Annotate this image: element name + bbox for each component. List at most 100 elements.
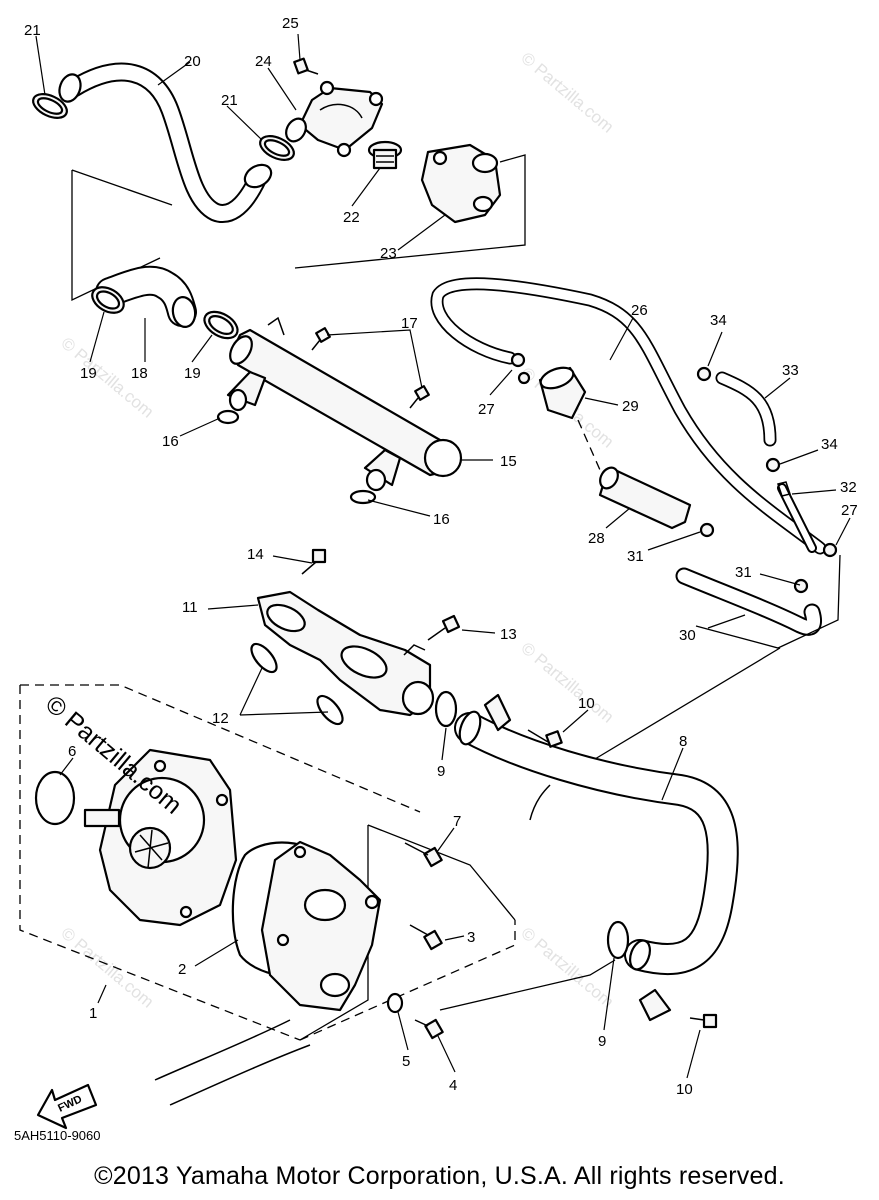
callout-24: 24 bbox=[255, 53, 272, 70]
leader-line bbox=[562, 709, 589, 733]
leader-line bbox=[461, 629, 496, 634]
breather-hoses bbox=[430, 277, 841, 763]
assembly-outline bbox=[299, 825, 369, 1041]
callout-31: 31 bbox=[735, 564, 752, 581]
inlet-pipe-assembly bbox=[250, 548, 461, 728]
callout-19: 19 bbox=[80, 365, 97, 382]
short-hose-inner bbox=[717, 373, 775, 445]
callout-20: 20 bbox=[184, 53, 201, 70]
bolt-head bbox=[441, 614, 461, 634]
bolt-head bbox=[545, 730, 563, 748]
callout-6: 6 bbox=[68, 743, 76, 760]
hose-clamp-inner bbox=[95, 290, 121, 310]
washer bbox=[386, 992, 404, 1014]
leader-line bbox=[157, 61, 191, 86]
pipe-end bbox=[629, 939, 651, 971]
bolt-boss bbox=[215, 793, 229, 807]
bolt-shank bbox=[404, 842, 429, 856]
long-hose-inner bbox=[432, 279, 825, 553]
leader-line bbox=[89, 311, 105, 363]
leader-line bbox=[686, 1029, 701, 1079]
cover-outlet bbox=[303, 888, 347, 922]
housing-outlet bbox=[471, 152, 499, 174]
hose-end bbox=[243, 163, 273, 189]
hose-clip bbox=[510, 352, 526, 368]
leader-line bbox=[297, 33, 301, 61]
callout-21: 21 bbox=[24, 22, 41, 39]
water-pipe bbox=[230, 328, 454, 477]
callout-34: 34 bbox=[710, 312, 727, 329]
leader-line bbox=[603, 957, 615, 1031]
leader-line bbox=[441, 727, 447, 761]
callout-15: 15 bbox=[500, 453, 517, 470]
bolt-boss bbox=[336, 142, 352, 158]
callout-22: 22 bbox=[343, 209, 360, 226]
callout-14: 14 bbox=[247, 546, 264, 563]
hose-clip bbox=[696, 366, 712, 382]
callout-21: 21 bbox=[221, 92, 238, 109]
rubber-cap-top bbox=[539, 366, 575, 390]
watermark-text: © Partzilla.com bbox=[517, 639, 617, 727]
callout-16: 16 bbox=[433, 511, 450, 528]
leader-line bbox=[779, 449, 819, 465]
leader-line bbox=[397, 214, 446, 251]
leader-line bbox=[239, 711, 329, 716]
bolt-boss bbox=[319, 80, 335, 96]
leader-lines bbox=[35, 33, 851, 1079]
callout-10: 10 bbox=[676, 1081, 693, 1098]
forward-arrow-icon bbox=[36, 1083, 98, 1130]
hose-end bbox=[171, 296, 197, 328]
o-ring bbox=[606, 920, 630, 960]
branch-outlet bbox=[365, 468, 387, 492]
hose-fitting bbox=[777, 481, 791, 497]
cover-outlet bbox=[319, 972, 351, 998]
callout-4: 4 bbox=[449, 1077, 457, 1094]
callout-28: 28 bbox=[588, 530, 605, 547]
lower-hose bbox=[169, 1044, 311, 1106]
breather-hose-inner bbox=[677, 569, 820, 634]
leader-line bbox=[191, 334, 213, 363]
bolt-boss bbox=[368, 91, 384, 107]
hose-clip bbox=[822, 542, 838, 558]
bolt-head bbox=[424, 1018, 444, 1040]
callout-9: 9 bbox=[437, 763, 445, 780]
branch-outlet bbox=[228, 388, 248, 412]
callout-9: 9 bbox=[598, 1033, 606, 1050]
o-ring bbox=[34, 770, 76, 826]
bolt-head bbox=[414, 385, 430, 401]
watermark-text: © Partzilla.com bbox=[517, 49, 617, 137]
assembly-outline bbox=[367, 824, 516, 921]
assembly-outline bbox=[299, 920, 516, 1041]
pipe-bracket bbox=[638, 988, 672, 1022]
leader-line bbox=[444, 935, 465, 941]
bolt-head bbox=[293, 57, 309, 75]
hose-clip bbox=[699, 522, 715, 538]
hose-clip bbox=[765, 457, 781, 473]
hose-end bbox=[58, 73, 82, 103]
callout-31: 31 bbox=[627, 548, 644, 565]
pipe-bracket bbox=[483, 693, 512, 732]
thermostat-detail bbox=[376, 155, 394, 163]
leader-line bbox=[59, 757, 74, 776]
leader-line bbox=[436, 827, 455, 853]
bolt-shank bbox=[414, 1019, 429, 1027]
callout-30: 30 bbox=[679, 627, 696, 644]
hose-clamp-inner bbox=[208, 315, 234, 335]
hose-clip bbox=[517, 371, 531, 385]
housing-outlet bbox=[472, 195, 494, 213]
assembly-outline bbox=[20, 684, 421, 813]
pipe-end-cap bbox=[423, 438, 463, 478]
leader-line bbox=[267, 67, 297, 111]
callout-29: 29 bbox=[622, 398, 639, 415]
nipple bbox=[403, 644, 426, 656]
bolt-shank bbox=[689, 1017, 705, 1021]
leader-line bbox=[605, 507, 631, 529]
leader-line bbox=[791, 489, 837, 495]
leader-line bbox=[194, 939, 239, 967]
callout-33: 33 bbox=[782, 362, 799, 379]
callout-25: 25 bbox=[282, 15, 299, 32]
leader-line bbox=[367, 499, 431, 517]
hose-clip bbox=[793, 578, 809, 594]
callout-19: 19 bbox=[184, 365, 201, 382]
callout-12: 12 bbox=[212, 710, 229, 727]
